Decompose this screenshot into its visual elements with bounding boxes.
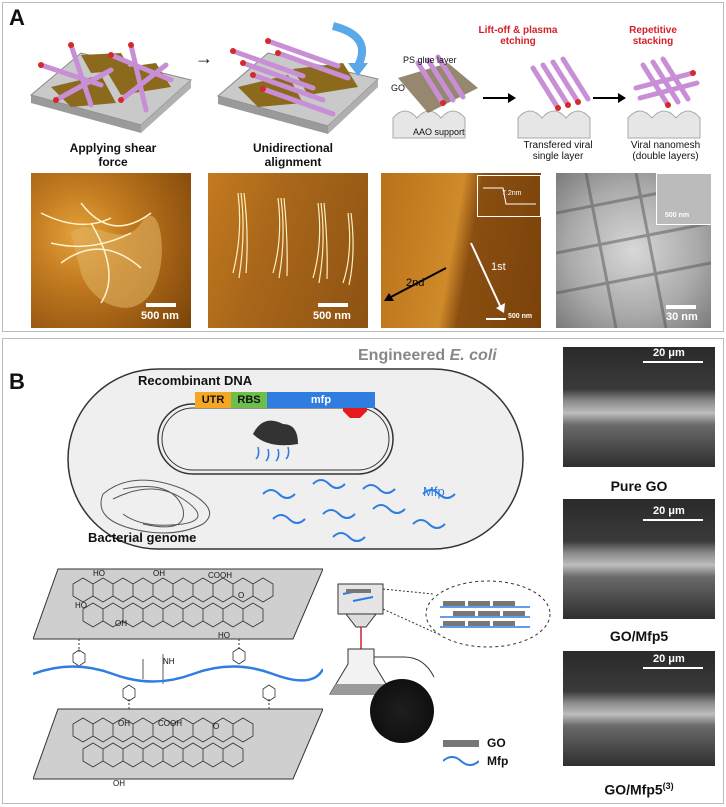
scale-label: 500 nm	[313, 310, 351, 322]
caption-stacking: Repetitive stacking	[629, 25, 677, 47]
sem-image-go-mfp5: 20 μm	[563, 499, 715, 619]
label-second: 2nd	[406, 277, 425, 289]
afm-image-3: 7.2nm 1st 2nd 500 nm	[381, 173, 541, 328]
scale-bar	[643, 361, 703, 363]
panel-b-label: B	[9, 369, 25, 394]
caption-transfer: Transfered viral single layer	[523, 140, 593, 162]
scale-label: 20 μm	[653, 505, 685, 517]
panel-a-label: A	[9, 5, 25, 30]
scale-bar	[486, 318, 506, 320]
cell-title-species: E. coli	[449, 347, 497, 364]
chem-label-oh4: OH	[113, 779, 125, 788]
scale-label: 30 nm	[666, 311, 698, 323]
panel-a: A →	[2, 2, 724, 332]
scale-label: 20 μm	[653, 347, 685, 359]
chem-label-cooh2: COOH	[158, 719, 182, 728]
sem-label-go-mfp5-3: GO/Mfp5(3)	[563, 779, 715, 797]
filtration-setup	[329, 580, 551, 695]
sem-label-go-mfp5-3-text: GO/Mfp5	[604, 781, 663, 798]
label-first: 1st	[491, 261, 506, 273]
sem-label-go-mfp5: GO/Mfp5	[609, 628, 669, 644]
scale-bar	[666, 305, 696, 309]
chem-label-oh3: OH	[118, 719, 130, 728]
caption-shear: Applying shear force	[69, 141, 157, 169]
segment-rbs: RBS	[231, 392, 267, 408]
legend-go: GO	[443, 736, 506, 750]
go-mfp-chemistry	[33, 568, 323, 780]
step-height-inset: 7.2nm	[477, 175, 541, 217]
segment-utr: UTR	[195, 392, 231, 408]
inset-value: 7.2nm	[502, 190, 522, 197]
afm-image-2: 500 nm	[208, 173, 368, 328]
scale-bar	[318, 303, 348, 307]
chem-label-ho2: HO	[75, 601, 87, 610]
segment-mfp: mfp	[267, 392, 375, 408]
label-ps-glue: PS glue layer	[403, 55, 457, 65]
sem-label-superscript: (3)	[662, 781, 674, 791]
sem-image-pure-go: 20 μm	[563, 347, 715, 467]
caption-liftoff: Lift-off & plasma etching	[478, 25, 558, 47]
gene-construct: UTR RBS mfp	[195, 392, 375, 408]
shear-schematic	[29, 42, 193, 133]
ecoli-cell	[67, 368, 524, 550]
cell-title-prefix: Engineered	[358, 347, 450, 364]
caption-alignment: Unidirectional alignment	[252, 141, 333, 169]
legend-mfp: Mfp	[443, 754, 508, 768]
legend-mfp-label: Mfp	[487, 754, 509, 768]
nanomesh-schematic	[392, 54, 701, 139]
legend-go-label: GO	[487, 736, 506, 750]
tem-image: 500 nm 30 nm	[556, 173, 711, 328]
caption-nanomesh: Viral nanomesh (double layers)	[630, 140, 701, 162]
scale-bar	[146, 303, 176, 307]
scale-label: 500 nm	[141, 310, 179, 322]
chem-label-cooh: COOH	[208, 571, 232, 580]
alignment-schematic	[216, 22, 380, 134]
cell-title: Engineered E. coli	[358, 347, 497, 365]
label-go: GO	[391, 83, 406, 93]
chem-label-ho3: HO	[218, 631, 230, 640]
legend-mfp-swatch	[443, 756, 479, 766]
scale-bar	[643, 519, 703, 521]
legend-go-swatch	[443, 739, 479, 747]
arrow-right-icon: →	[195, 48, 213, 68]
mfp-label: Mfp	[423, 484, 445, 499]
sem-image-go-mfp5-3: 20 μm	[563, 651, 715, 766]
chem-label-o2: O	[213, 722, 220, 731]
scale-label: 20 μm	[653, 653, 685, 665]
tem-inset: 500 nm	[656, 173, 711, 225]
chem-label-nh: NH	[163, 657, 175, 666]
genome-label: Bacterial genome	[88, 530, 197, 545]
inset-scale-label: 500 nm	[665, 212, 690, 219]
label-aao: AAO support	[413, 127, 465, 137]
scale-bar	[643, 667, 703, 669]
sem-label-pure-go: Pure GO	[610, 478, 668, 494]
recombinant-label: Recombinant DNA	[138, 373, 253, 388]
scale-label: 500 nm	[508, 313, 533, 320]
chem-label-ho: HO	[93, 569, 105, 578]
chem-label-oh2: OH	[115, 619, 127, 628]
panel-b: B Engineered E. coli Recombinant DNA UTR…	[2, 338, 724, 804]
afm-image-1: 500 nm	[31, 173, 191, 328]
chem-label-oh: OH	[153, 569, 165, 578]
chem-label-o: O	[238, 591, 245, 600]
go-membrane-disc	[370, 679, 434, 743]
